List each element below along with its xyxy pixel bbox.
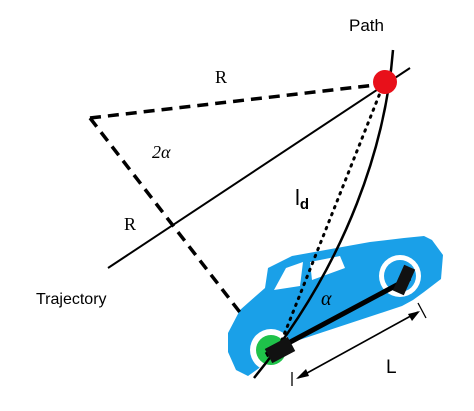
angle-label: α <box>321 288 332 310</box>
radius-label-left: R <box>124 214 136 234</box>
double-angle-label: 2α <box>152 142 171 162</box>
radius-line-top <box>89 82 385 120</box>
radius-label-top: R <box>215 67 227 87</box>
wheelbase-label: L <box>386 357 397 378</box>
radius-line-left <box>88 116 244 317</box>
trajectory-line <box>107 67 411 269</box>
front-tyre <box>392 264 416 296</box>
rear-tyre <box>264 336 296 364</box>
wheelbase-arrow <box>297 311 419 379</box>
car <box>228 236 443 376</box>
lookahead-label-base: l <box>295 185 300 210</box>
wheelbase-arrowhead-left <box>296 369 309 379</box>
wheelbase-dimension <box>291 302 427 386</box>
lookahead-line <box>276 86 384 352</box>
wheelbase-arrowhead-right <box>408 311 420 321</box>
lookahead-label-sub: d <box>300 196 309 213</box>
car-rear-window <box>274 262 303 290</box>
trajectory-label: Trajectory <box>36 291 107 308</box>
path-label: Path <box>349 16 384 35</box>
goal-point <box>373 70 397 94</box>
lookahead-label: ld <box>295 185 309 213</box>
